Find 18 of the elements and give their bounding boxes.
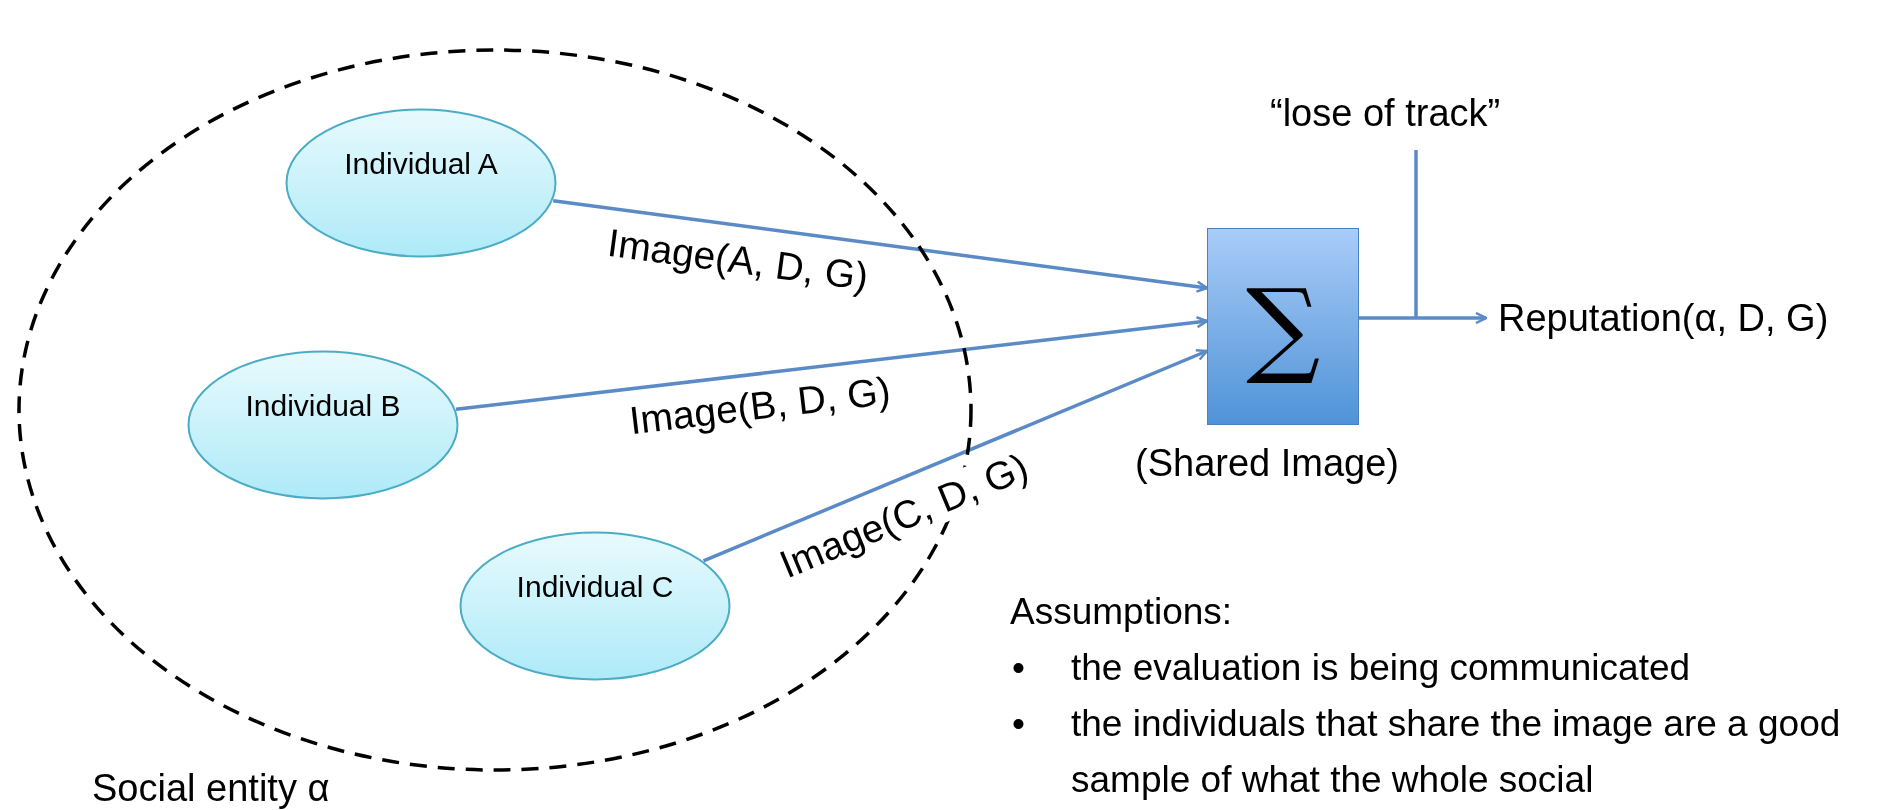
arrow bbox=[552, 198, 1209, 293]
sum-box: ∑ bbox=[1207, 228, 1359, 425]
individual-ellipse: Individual C bbox=[459, 531, 731, 681]
bullet-text: • bbox=[1012, 702, 1025, 746]
list-text: the individuals that share the image are a good sample of what the whole social bbox=[1071, 702, 1842, 802]
bullet-text: • bbox=[1012, 646, 1025, 690]
output-text: Reputation(α, D, G) bbox=[1498, 296, 1830, 341]
arrow bbox=[455, 315, 1209, 412]
list-text: the evaluation is being communicated bbox=[1071, 646, 1691, 690]
node-label: (Shared Image) bbox=[1135, 441, 1399, 485]
arrow bbox=[702, 349, 1209, 563]
annotation-text: “lose of track” bbox=[1270, 91, 1502, 136]
arrow bbox=[1359, 311, 1488, 325]
group-label: Social entity α bbox=[92, 766, 330, 810]
connector-line bbox=[1414, 150, 1418, 318]
individual-ellipse: Individual A bbox=[285, 108, 557, 258]
individual-ellipse: Individual B bbox=[187, 350, 459, 500]
heading-text: Assumptions: bbox=[1010, 590, 1233, 634]
